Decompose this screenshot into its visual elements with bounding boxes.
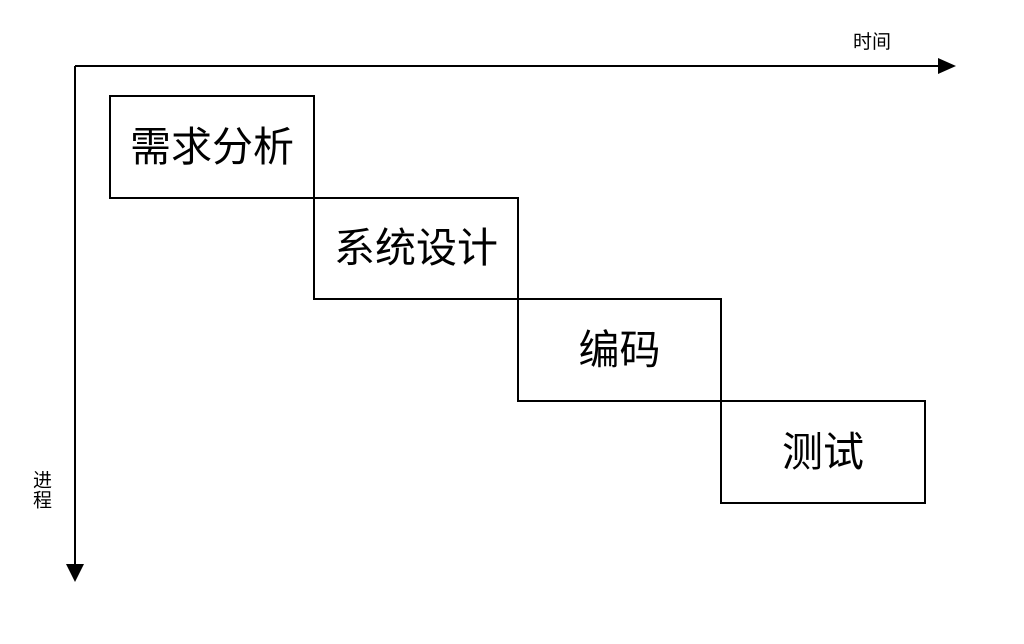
stage-label: 测试 — [782, 427, 864, 476]
x-axis-label: 时间 — [853, 31, 892, 53]
stage-box-coding: 编码 — [517, 298, 722, 402]
stage-label: 编码 — [578, 325, 661, 374]
stage-label: 系统设计 — [334, 224, 498, 272]
stage-label: 需求分析 — [130, 122, 294, 171]
x-axis-arrowhead — [938, 58, 956, 74]
stage-box-testing: 测试 — [720, 400, 926, 504]
y-axis-arrowhead — [66, 564, 84, 582]
y-axis-label: 进程 — [30, 470, 52, 510]
stage-box-system-design: 系统设计 — [313, 197, 519, 300]
stage-box-requirements-analysis: 需求分析 — [109, 95, 315, 199]
